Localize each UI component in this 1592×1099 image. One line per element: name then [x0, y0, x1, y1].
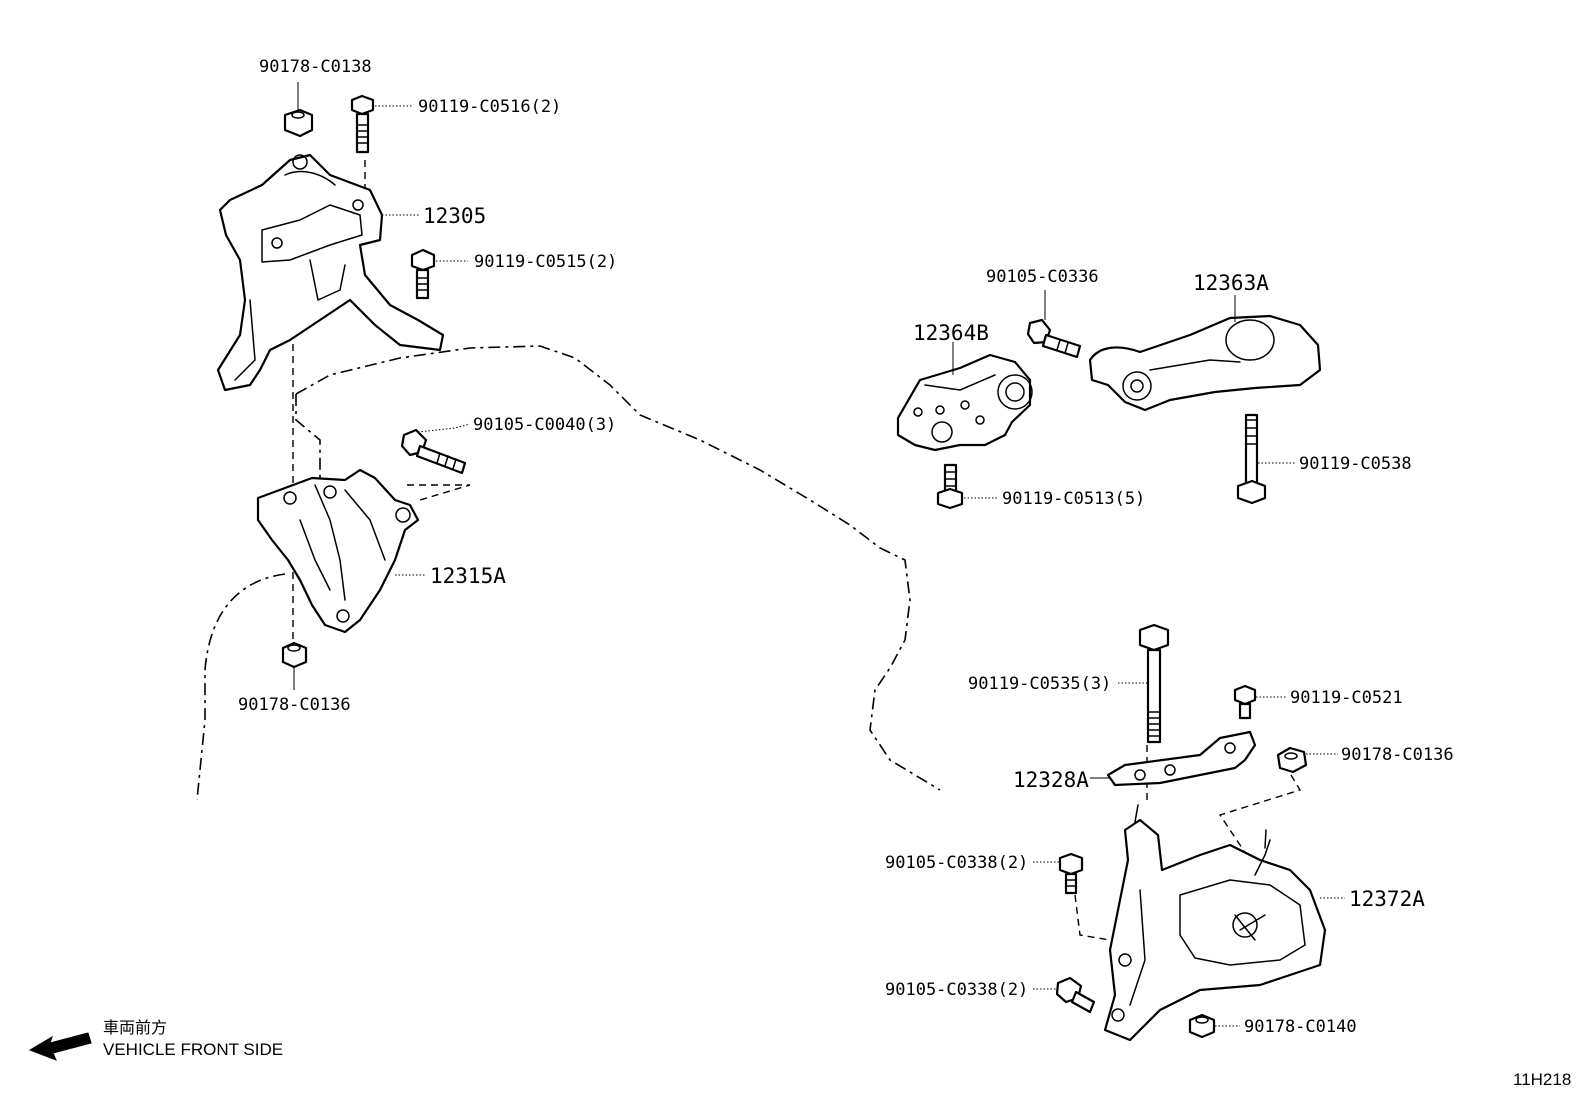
legend-english-text: VEHICLE FRONT SIDE [103, 1040, 283, 1059]
bolt-90105-C0336 [1026, 318, 1082, 359]
part-12328A-plate [1106, 730, 1257, 787]
label-12364B: 12364B [913, 321, 989, 345]
part-12372A-mount [1103, 804, 1327, 1042]
front-arrow-icon [28, 1032, 92, 1061]
part-12315A-bracket [256, 468, 420, 634]
label-90178-C0140: 90178-C0140 [1244, 1017, 1357, 1037]
leader-lines [293, 82, 1345, 1027]
legend-japanese-text: 車両前方 [103, 1018, 167, 1037]
label-90178-C0136-right: 90178-C0136 [1341, 745, 1454, 765]
bolt-90119-C0513 [936, 463, 964, 510]
part-12363A-rod [1088, 314, 1322, 412]
label-12305: 12305 [423, 204, 486, 228]
label-90119-C0535: 90119-C0535(3) [968, 674, 1111, 694]
bolt-90119-C0535 [1138, 623, 1170, 744]
label-90178-C0138: 90178-C0138 [259, 57, 372, 77]
label-12328A: 12328A [1013, 768, 1089, 792]
fasteners [281, 94, 1308, 1039]
bolt-90105-C0040 [400, 428, 467, 475]
label-90119-C0538: 90119-C0538 [1299, 454, 1412, 474]
bolt-90119-C0516 [350, 94, 375, 154]
figure-number: 11H218 [1513, 1070, 1571, 1089]
label-90105-C0040: 90105-C0040(3) [473, 415, 616, 435]
label-12315A: 12315A [430, 564, 506, 588]
nut-90178-C0138 [283, 108, 314, 138]
engine-outline [196, 345, 941, 801]
part-12364B-bracket [896, 353, 1033, 452]
vehicle-front-legend: 車両前方 VEHICLE FRONT SIDE [28, 1018, 283, 1061]
label-90119-C0513: 90119-C0513(5) [1002, 489, 1145, 509]
bolt-90105-C0338-b [1055, 976, 1096, 1014]
label-90119-C0515: 90119-C0515(2) [474, 252, 617, 272]
part-12305-bracket [216, 153, 445, 392]
nut-90178-C0136-left [281, 641, 308, 669]
bolt-90119-C0515 [410, 248, 436, 300]
label-12372A: 12372A [1349, 887, 1425, 911]
label-90178-C0136-left: 90178-C0136 [238, 695, 351, 715]
label-90119-C0521: 90119-C0521 [1290, 688, 1403, 708]
bolt-90119-C0521 [1233, 684, 1257, 720]
bolt-90119-C0538 [1236, 413, 1267, 505]
label-90119-C0516: 90119-C0516(2) [418, 97, 561, 117]
bolt-90105-C0338-a [1058, 852, 1084, 895]
label-90105-C0338-a: 90105-C0338(2) [885, 853, 1028, 873]
nut-90178-C0140 [1188, 1013, 1216, 1039]
label-90105-C0336: 90105-C0336 [986, 267, 1099, 287]
nut-90178-C0136-right [1276, 746, 1308, 774]
label-90105-C0338-b: 90105-C0338(2) [885, 980, 1028, 1000]
part-labels: 90178-C0138 90119-C0516(2) 12305 90119-C… [238, 57, 1454, 1037]
label-12363A: 12363A [1193, 271, 1269, 295]
